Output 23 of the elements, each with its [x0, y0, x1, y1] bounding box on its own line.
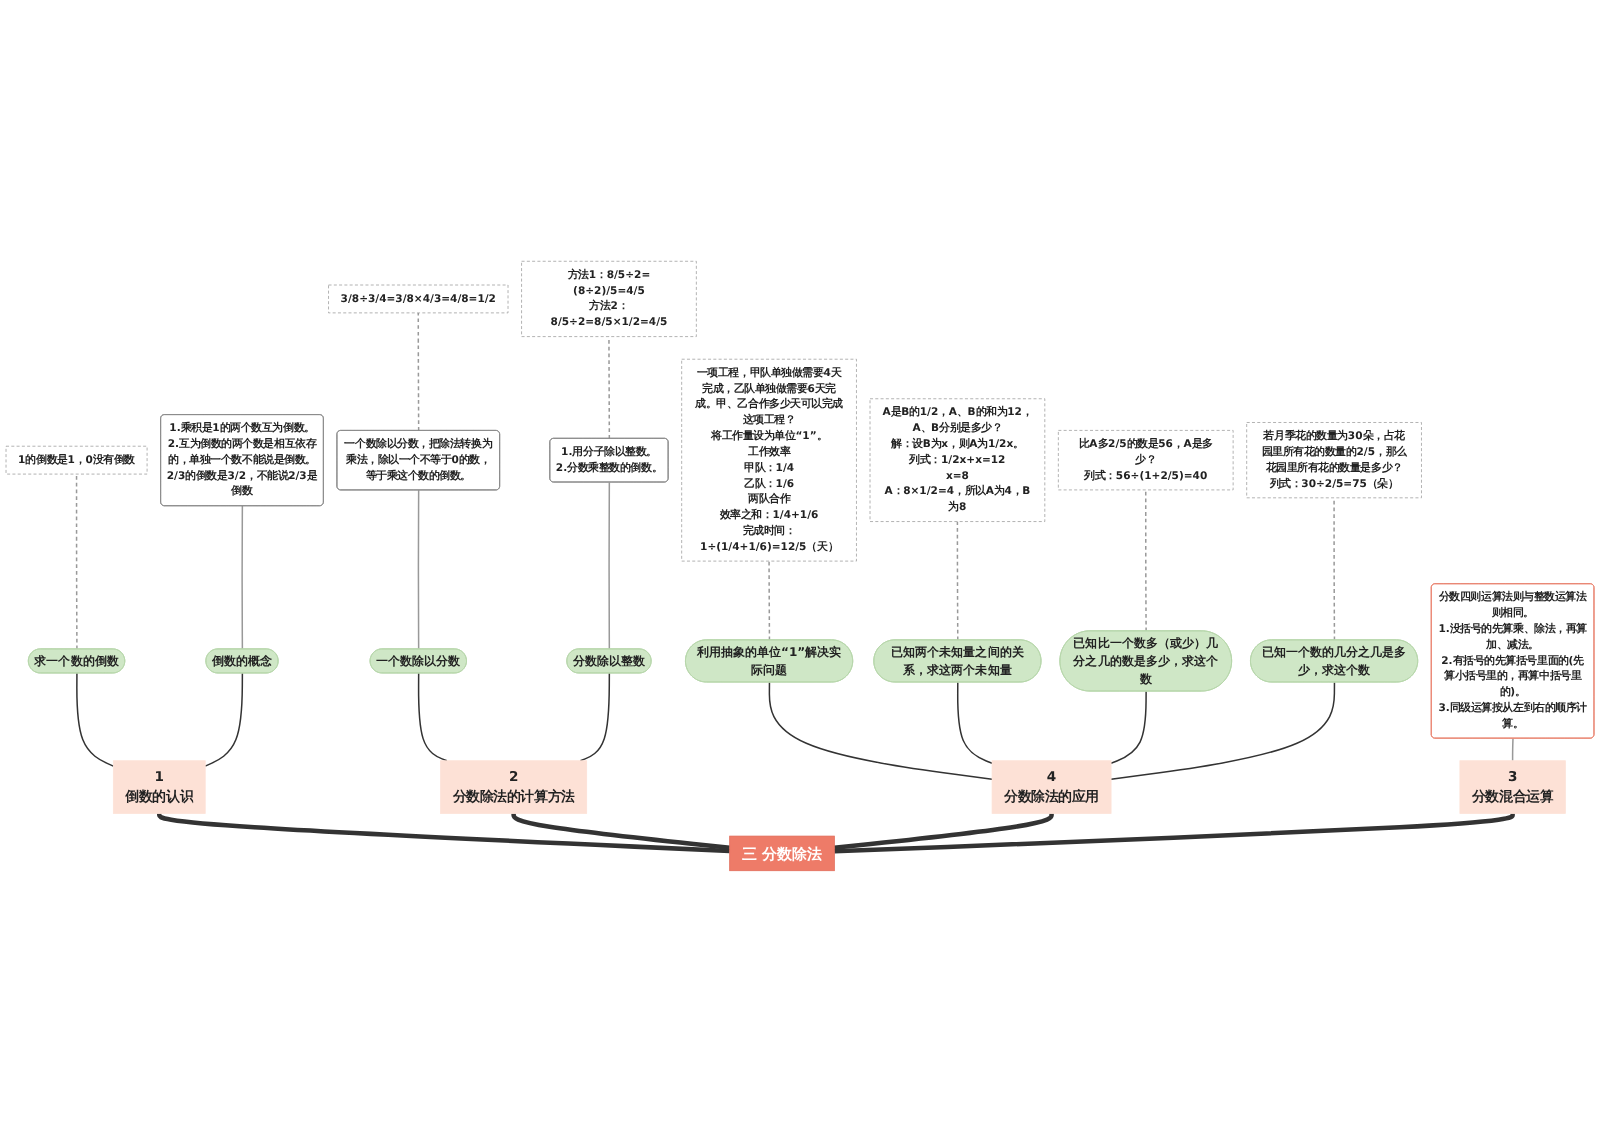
connector [1145, 489, 1147, 632]
connector [204, 672, 244, 767]
connector [417, 489, 420, 650]
connector [76, 672, 115, 767]
connector [956, 681, 993, 765]
connector [157, 812, 730, 854]
connector [1110, 681, 1336, 780]
connector [417, 312, 420, 432]
connector [768, 681, 993, 780]
connector [834, 811, 1515, 854]
connector [608, 481, 611, 650]
connector [1511, 737, 1514, 762]
connector [1333, 497, 1336, 641]
connector [1110, 690, 1147, 765]
connector [417, 672, 448, 762]
connector [241, 505, 244, 650]
connector [579, 672, 611, 762]
connector [834, 813, 1054, 851]
connector [511, 813, 730, 851]
connector [768, 560, 771, 641]
connector [956, 520, 959, 641]
connector [608, 335, 611, 440]
connector [75, 473, 78, 650]
